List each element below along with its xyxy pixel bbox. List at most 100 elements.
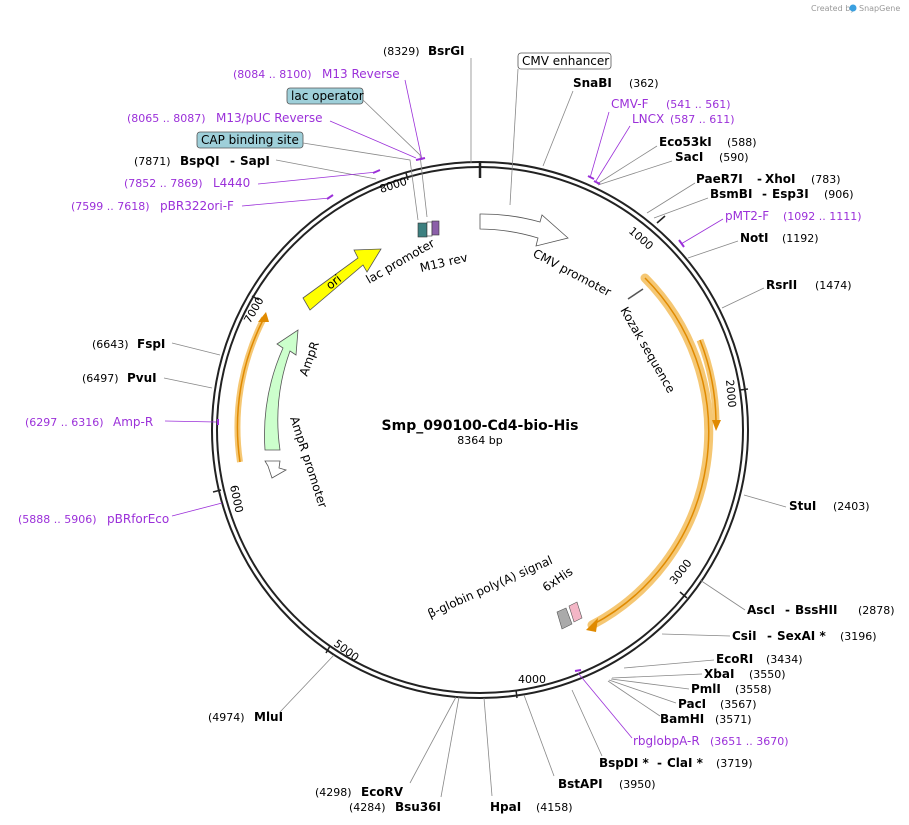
enzyme-name-2: Esp3I (772, 187, 809, 201)
enzyme-leader (275, 159, 377, 180)
cmv-enhancer-leader (509, 68, 519, 206)
enzyme-name: BamHI (660, 712, 704, 726)
primer-leader (164, 420, 217, 423)
enzyme-leader (163, 377, 213, 389)
boxed-labels: CMV enhancer lac operator CAP binding si… (196, 52, 612, 221)
credit-prefix: Created by (811, 4, 855, 13)
lac-promoter-feature (417, 222, 428, 238)
enzyme-pos: (906) (824, 188, 854, 201)
orf-inner-line (699, 339, 717, 421)
enzyme-name: Eco53kI (659, 135, 712, 149)
enzyme-leader (743, 494, 787, 508)
enzyme-pos: (3719) (716, 757, 753, 770)
enzyme-name: BstAPI (558, 777, 603, 791)
enzyme-leader (571, 689, 603, 757)
lac-operator-feature (426, 221, 433, 237)
primer-name: L4440 (213, 176, 250, 190)
enzyme-pos: (4158) (536, 801, 573, 814)
enzyme-pos: (3950) (619, 778, 656, 791)
enzyme-leader (623, 659, 715, 669)
tick-7000 (251, 295, 260, 301)
polya-label: β-globin poly(A) signal (426, 553, 555, 621)
enzyme-name: AscI (747, 603, 775, 617)
primer-leader (241, 197, 331, 207)
tick-3000 (679, 591, 688, 599)
his-tag-feature (568, 601, 583, 623)
kozak-label: Kozak sequence (617, 305, 678, 396)
enzyme-name: PmlI (691, 682, 721, 696)
enzyme-pos: (1192) (782, 232, 819, 245)
orf-highlight (587, 273, 714, 630)
primer-name: M13 Reverse (322, 67, 400, 81)
enzyme-pos: (590) (719, 151, 749, 164)
enzyme-pos: (362) (629, 77, 659, 90)
primer-pos: (541 .. 561) (666, 98, 731, 111)
ori-feature (302, 248, 382, 311)
primer-pos: (3651 .. 3670) (710, 735, 789, 748)
enzyme-sep: - (657, 756, 662, 770)
lac-operator-leader (362, 99, 428, 218)
tick-8000 (405, 172, 409, 181)
enzyme-pos: (4284) (349, 801, 386, 814)
enzyme-leader (608, 679, 677, 704)
enzyme-name: BspDI * (599, 756, 649, 770)
cmv-enhancer-label: CMV enhancer (522, 54, 609, 68)
enzyme-sep: - (230, 154, 235, 168)
enzyme-leader (687, 240, 739, 259)
enzyme-name-2: XhoI (765, 172, 796, 186)
enzyme-pos: (4298) (315, 786, 352, 799)
enzyme-name-2: SexAI * (777, 629, 826, 643)
primer-leader (595, 125, 631, 182)
primer-name: rbglobpA-R (633, 734, 700, 748)
lac-operator-box (286, 87, 364, 105)
primer-leader (680, 218, 724, 245)
cmv-promoter-feature (479, 213, 569, 247)
enzyme-name: BspQI (180, 154, 220, 168)
primer-pos: (1092 .. 1111) (783, 210, 862, 223)
ampr-label: AmpR (297, 340, 322, 378)
cap-binding-site-leader (302, 142, 419, 221)
tick-2000 (739, 388, 749, 391)
enzyme-pos: (7871) (134, 155, 171, 168)
enzyme-pos: (783) (811, 173, 841, 186)
primer-leader (257, 171, 378, 185)
tick-label-4000: 4000 (518, 673, 546, 686)
enzyme-leader (610, 678, 690, 690)
left-orf-line (236, 317, 265, 463)
enzyme-leader (653, 197, 709, 219)
enzyme-leader (542, 90, 574, 167)
backbone (211, 161, 749, 699)
primer-name: pBR322ori-F (160, 199, 234, 213)
primer-pos: (5888 .. 5906) (18, 513, 97, 526)
enzyme-leader (721, 287, 765, 309)
primer-leader (329, 120, 417, 159)
snapgene-logo-icon (849, 4, 857, 12)
enzyme-name: StuI (789, 499, 816, 513)
primer-leader (589, 111, 610, 179)
primer-name: LNCX (632, 112, 664, 126)
enzyme-leader (611, 673, 703, 679)
primer-mark (587, 175, 595, 180)
enzyme-name: EcoRI (716, 652, 753, 666)
primer-pos: (8065 .. 8087) (127, 112, 206, 125)
primer-mark (372, 169, 381, 174)
enzyme-name: NotI (740, 231, 769, 245)
enzyme-pos: (6497) (82, 372, 119, 385)
cmv-enhancer-box (517, 52, 612, 70)
tick-label-1000: 1000 (626, 224, 656, 252)
enzyme-name: PaeR7I (696, 172, 743, 186)
enzyme-sep: - (785, 603, 790, 617)
enzyme-sep: - (767, 629, 772, 643)
enzyme-name: SnaBI (573, 76, 612, 90)
tick-label-6000: 6000 (227, 484, 246, 514)
enzyme-leader (699, 579, 746, 611)
enzyme-leader (597, 160, 673, 186)
enzyme-name: EcoRV (361, 785, 404, 799)
enzyme-leader (171, 342, 221, 356)
enzyme-name: BsmBI (710, 187, 752, 201)
enzyme-name: FspI (137, 337, 165, 351)
enzyme-sites: (8329) BsrGI SnaBI (362) Eco53kI (588) S… (82, 44, 895, 814)
enzyme-pos: (588) (727, 136, 757, 149)
enzyme-name: HpaI (490, 800, 521, 814)
orf-inner-arrow (712, 420, 721, 431)
